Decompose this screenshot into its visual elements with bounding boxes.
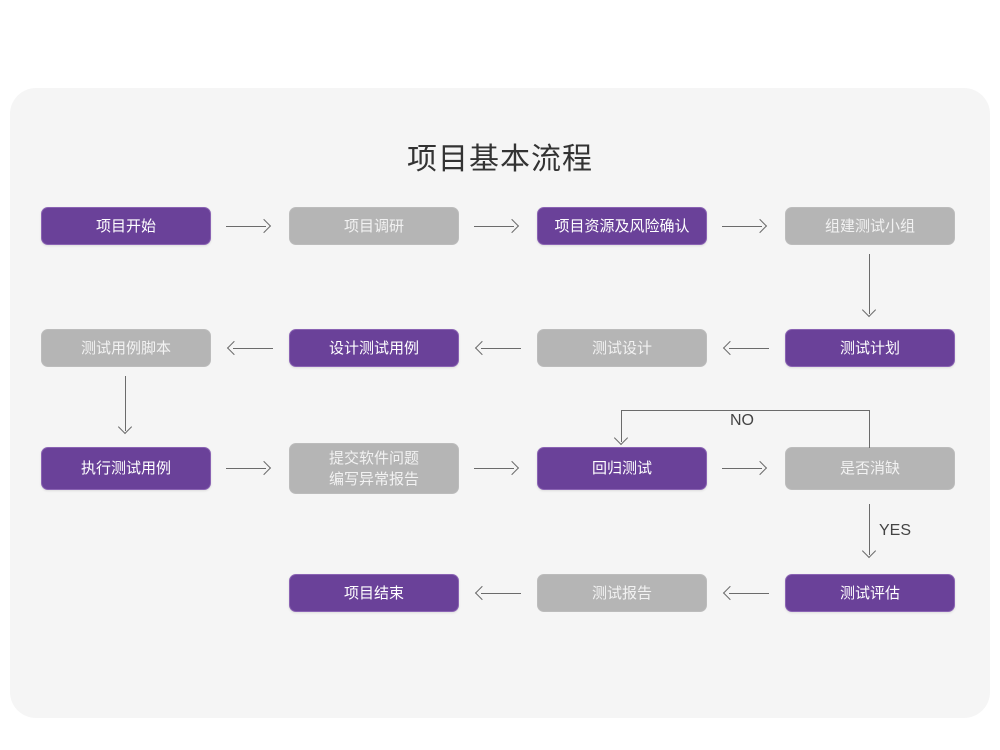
arrow-head-n10-n11 (504, 460, 520, 476)
diagram-panel (10, 88, 990, 718)
node-project-research[interactable]: 项目调研 (289, 207, 459, 245)
arrow-line-n9-n10 (226, 468, 266, 469)
no-loop-arrow-head (613, 430, 629, 446)
arrow-head-n2-n3 (504, 218, 520, 234)
yes-arrow-head (861, 543, 877, 559)
node-submit-defect-report[interactable]: 提交软件问题 编写异常报告 (289, 443, 459, 494)
node-test-case-script[interactable]: 测试用例脚本 (41, 329, 211, 367)
arrow-head-n8-n9 (117, 419, 133, 435)
node-test-evaluation[interactable]: 测试评估 (785, 574, 955, 612)
arrow-head-n7-n8 (226, 340, 242, 356)
arrow-head-n13-n14 (722, 585, 738, 601)
arrow-line-n7-n8 (233, 348, 273, 349)
arrow-line-n10-n11 (474, 468, 514, 469)
node-test-design[interactable]: 测试设计 (537, 329, 707, 367)
arrow-head-n6-n7 (474, 340, 490, 356)
arrow-line-n2-n3 (474, 226, 514, 227)
node-design-test-cases[interactable]: 设计测试用例 (289, 329, 459, 367)
diagram-title: 项目基本流程 (407, 142, 593, 177)
arrow-head-n1-n2 (256, 218, 272, 234)
arrow-line-n14-n15 (481, 593, 521, 594)
arrow-head-n4-n5 (861, 302, 877, 318)
node-test-report[interactable]: 测试报告 (537, 574, 707, 612)
no-loop-line-down (621, 410, 622, 442)
arrow-head-n11-n12 (752, 460, 768, 476)
arrow-head-n14-n15 (474, 585, 490, 601)
arrow-head-n3-n4 (752, 218, 768, 234)
yes-line (869, 504, 870, 555)
edge-label-no: NO (730, 412, 754, 429)
node-defect-resolved[interactable]: 是否消缺 (785, 447, 955, 490)
node-form-test-team[interactable]: 组建测试小组 (785, 207, 955, 245)
no-loop-line-up (869, 410, 870, 448)
arrow-head-n9-n10 (256, 460, 272, 476)
node-project-start[interactable]: 项目开始 (41, 207, 211, 245)
no-loop-line-across (621, 410, 870, 411)
node-project-end[interactable]: 项目结束 (289, 574, 459, 612)
arrow-line-n8-n9 (125, 376, 126, 431)
arrow-line-n11-n12 (722, 468, 762, 469)
node-resource-risk-confirm[interactable]: 项目资源及风险确认 (537, 207, 707, 245)
arrow-line-n13-n14 (729, 593, 769, 594)
arrow-line-n3-n4 (722, 226, 762, 227)
node-label-line-1: 提交软件问题 (328, 449, 419, 468)
node-test-plan[interactable]: 测试计划 (785, 329, 955, 367)
arrow-head-n5-n6 (722, 340, 738, 356)
node-label-line-2: 编写异常报告 (328, 469, 419, 488)
arrow-line-n5-n6 (729, 348, 769, 349)
arrow-line-n1-n2 (226, 226, 266, 227)
edge-label-yes: YES (879, 522, 912, 539)
arrow-line-n6-n7 (481, 348, 521, 349)
node-execute-test-cases[interactable]: 执行测试用例 (41, 447, 211, 490)
node-regression-test[interactable]: 回归测试 (537, 447, 707, 490)
arrow-line-n4-n5 (869, 254, 870, 314)
